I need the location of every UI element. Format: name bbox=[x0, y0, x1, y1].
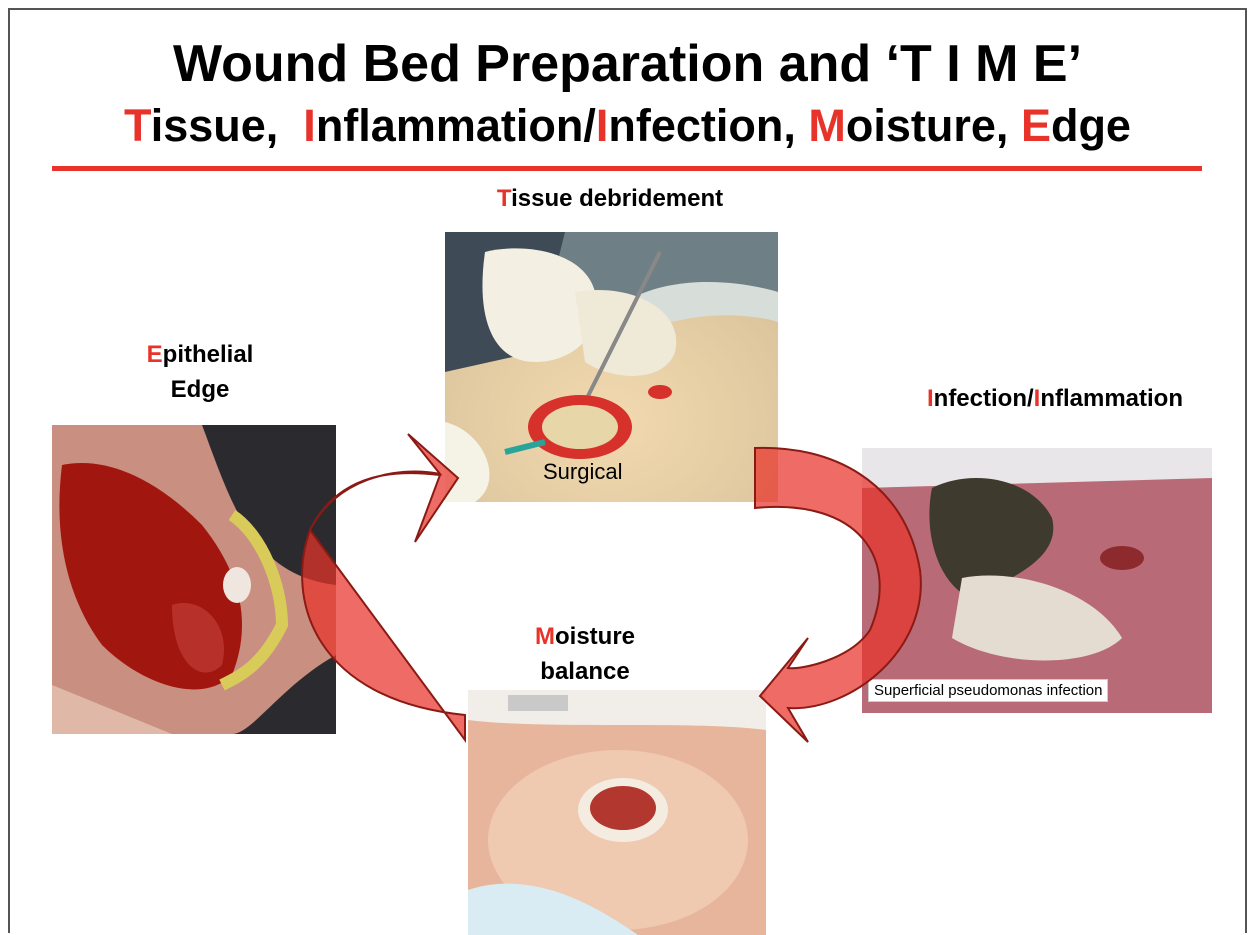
subtitle-i2-rest: nfection, bbox=[608, 100, 796, 151]
subtitle-t-letter: T bbox=[124, 100, 151, 151]
subtitle-i-letter: I bbox=[303, 100, 316, 151]
subtitle-e-rest: dge bbox=[1051, 100, 1131, 151]
tissue-caption: Surgical bbox=[543, 459, 622, 485]
infection-part1: nfection/ bbox=[934, 385, 1034, 412]
tissue-label: Tissue debridement bbox=[430, 182, 790, 217]
tissue-text: issue debridement bbox=[511, 185, 723, 212]
moisture-line2: balance bbox=[540, 658, 629, 685]
infection-caption: Superficial pseudomonas infection bbox=[868, 679, 1108, 702]
slide-subtitle: Tissue, Inflammation/Infection, Moisture… bbox=[0, 103, 1255, 148]
tissue-letter: T bbox=[497, 185, 511, 212]
subtitle-i2-letter: I bbox=[596, 100, 609, 151]
infection-photo bbox=[862, 448, 1212, 713]
infection-letter1: I bbox=[927, 385, 934, 412]
subtitle-m-letter: M bbox=[808, 100, 846, 151]
epithelial-photo bbox=[52, 425, 336, 734]
moisture-label: Moisture balance bbox=[510, 620, 660, 690]
epithelial-line2: Edge bbox=[171, 376, 230, 403]
epithelial-letter: E bbox=[147, 341, 163, 368]
slide-title: Wound Bed Preparation and ‘T I M E’ bbox=[0, 38, 1255, 90]
epithelial-label: Epithelial Edge bbox=[120, 338, 280, 408]
subtitle-t-rest: issue, bbox=[151, 100, 279, 151]
moisture-line1: oisture bbox=[555, 623, 635, 650]
subtitle-e-letter: E bbox=[1021, 100, 1051, 151]
infection-label: Infection/Inflammation bbox=[880, 382, 1230, 417]
subtitle-m-rest: oisture, bbox=[846, 100, 1009, 151]
title-underline bbox=[52, 166, 1202, 171]
epithelial-line1: pithelial bbox=[163, 341, 254, 368]
moisture-photo bbox=[468, 690, 766, 935]
moisture-letter: M bbox=[535, 623, 555, 650]
subtitle-i-rest: nflammation/ bbox=[316, 100, 596, 151]
infection-part2: nflammation bbox=[1040, 385, 1183, 412]
